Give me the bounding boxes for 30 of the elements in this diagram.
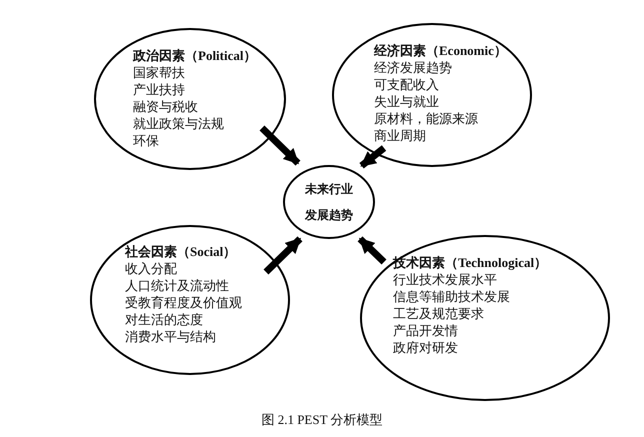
factor-item: 环保 — [133, 132, 159, 149]
thick-arrow — [358, 236, 386, 265]
factor-item: 收入分配 — [125, 260, 177, 277]
figure-caption: 图 2.1 PEST 分析模型 — [260, 411, 384, 429]
factor-heading: 政治因素（Political） — [133, 47, 256, 64]
factor-item: 人口统计及流动性 — [125, 277, 229, 294]
node-label: 未来行业发展趋势 — [305, 181, 353, 224]
factor-item: 政府对研发 — [393, 339, 458, 356]
factor-heading: 技术因素（Technological） — [393, 254, 548, 271]
factor-item: 信息等辅助技术发展 — [393, 288, 510, 305]
factor-item: 可支配收入 — [374, 76, 439, 93]
factor-item: 原材料，能源来源 — [374, 110, 478, 127]
factor-item: 失业与就业 — [374, 93, 439, 110]
factor-item: 受教育程度及价值观 — [125, 294, 242, 311]
factor-item: 经济发展趋势 — [374, 59, 452, 76]
factor-item: 国家帮扶 — [133, 64, 185, 81]
thick-arrow — [264, 236, 302, 274]
factor-item: 就业政策与法规 — [133, 115, 224, 132]
factor-heading: 经济因素（Economic） — [374, 42, 507, 59]
factor-item: 工艺及规范要求 — [393, 305, 484, 322]
factor-item: 产业扶持 — [133, 81, 185, 98]
factor-heading: 社会因素（Social） — [125, 243, 236, 260]
factor-item: 产品开发情 — [393, 322, 458, 339]
factor-item: 行业技术发展水平 — [393, 271, 497, 288]
factor-item: 商业周期 — [374, 127, 426, 144]
factor-item: 消费水平与结构 — [125, 328, 216, 345]
thick-arrow — [260, 126, 300, 166]
thick-arrow — [359, 145, 386, 169]
factor-item: 对生活的态度 — [125, 311, 203, 328]
factor-item: 融资与税收 — [133, 98, 198, 115]
